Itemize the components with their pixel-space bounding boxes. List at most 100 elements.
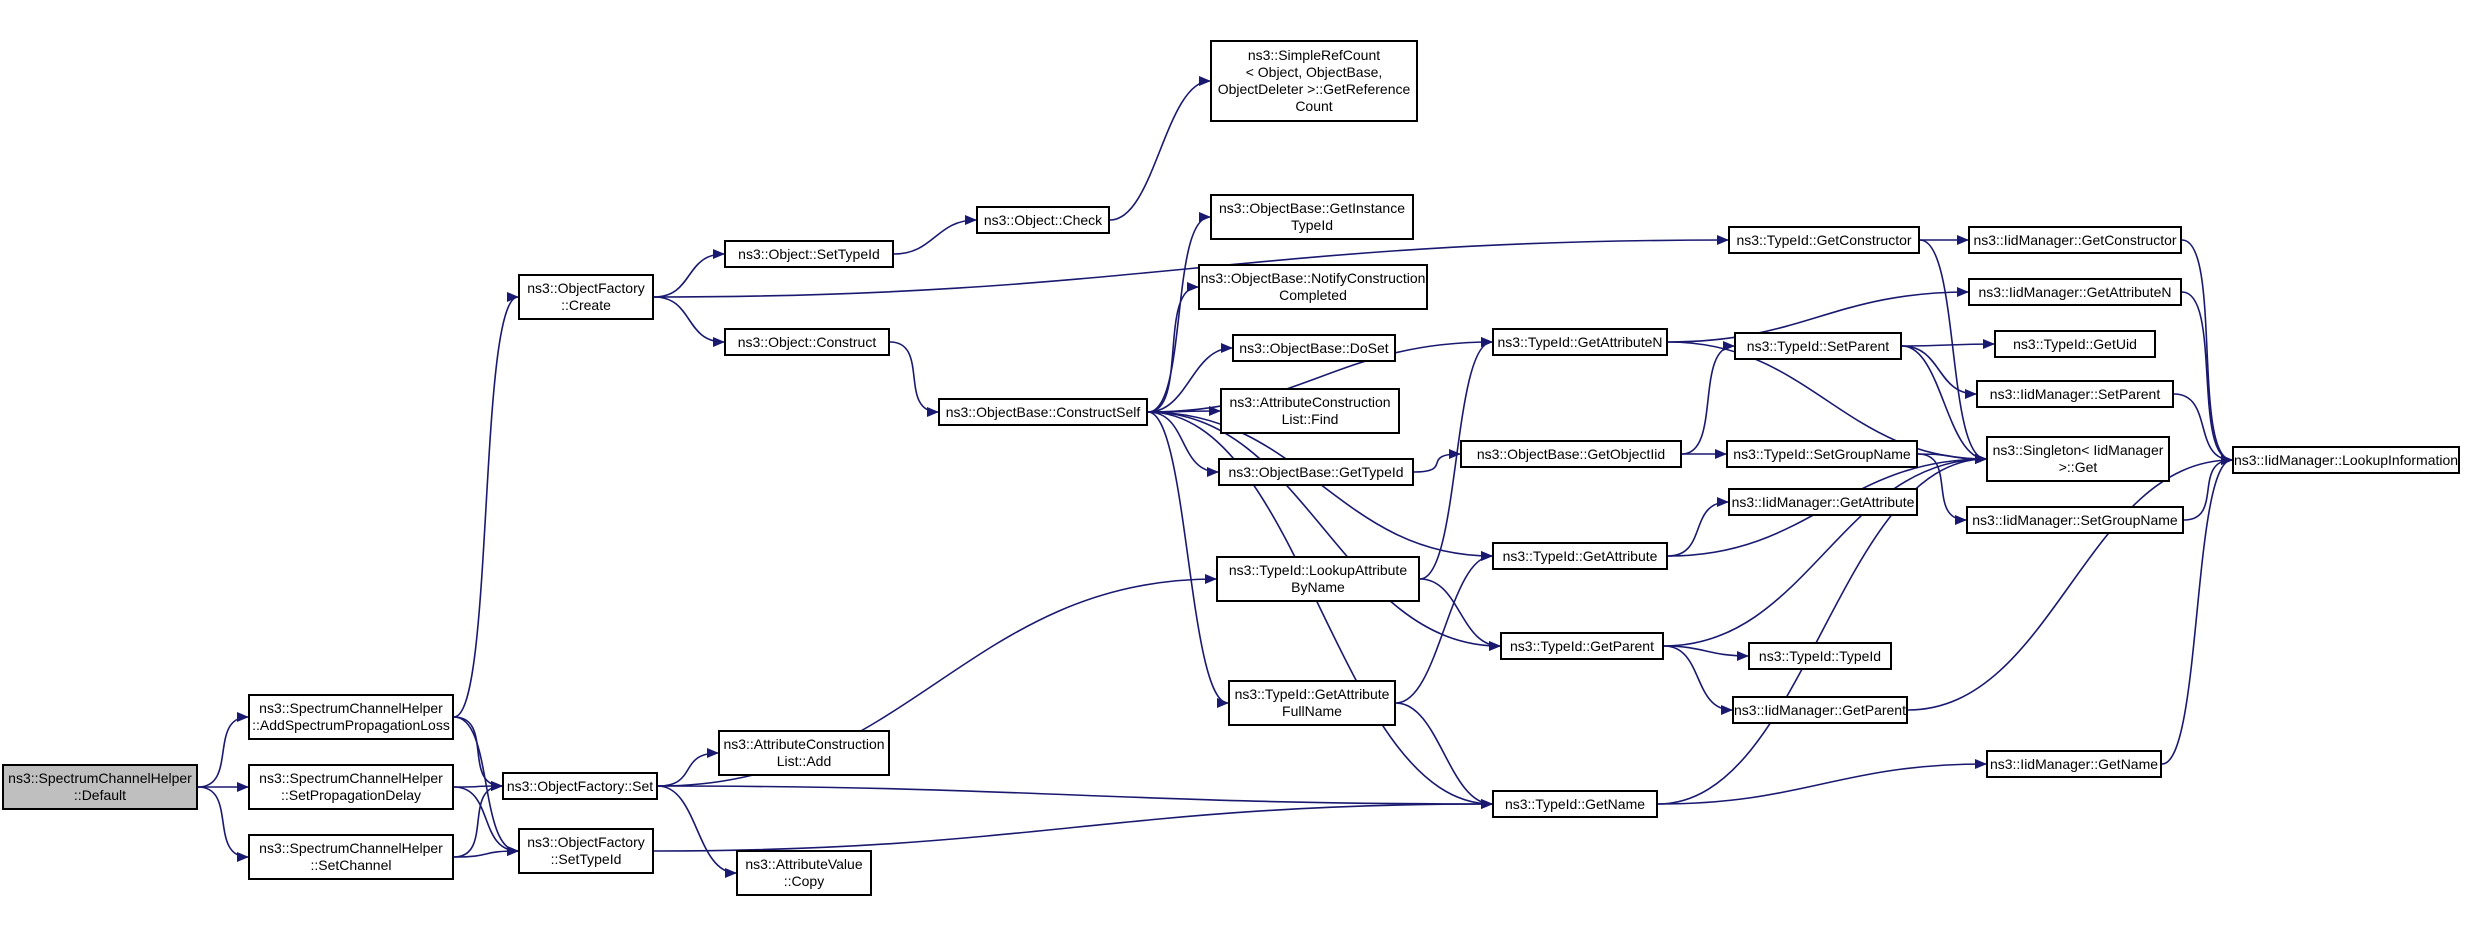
edge-obconstructself-to-tidgetattrn <box>1147 337 1493 413</box>
edge-ofset-to-tidgetname <box>657 785 1493 809</box>
node-srcgetref[interactable]: ns3::SimpleRefCount < Object, ObjectBase… <box>1210 40 1418 122</box>
edge-tidsetparent-to-iidsetparent <box>1901 345 1977 399</box>
edge-tidgetname-to-singleton <box>1657 454 1987 805</box>
edge-objcheck-to-srcgetref <box>1109 76 1211 221</box>
node-label: ns3::IidManager::GetName <box>1989 755 2159 772</box>
node-objsettypeid[interactable]: ns3::Object::SetTypeId <box>724 240 894 268</box>
node-label: ns3::SpectrumChannelHelper ::Default <box>8 770 192 803</box>
node-iidsetparent[interactable]: ns3::IidManager::SetParent <box>1976 380 2174 408</box>
node-iidgetparent[interactable]: ns3::IidManager::GetParent <box>1732 696 1908 724</box>
node-objcheck[interactable]: ns3::Object::Check <box>976 206 1110 234</box>
edge-tidlookup-to-tidgetattrn <box>1419 337 1493 580</box>
node-label: ns3::SpectrumChannelHelper ::AddSpectrum… <box>252 700 450 733</box>
edge-tidsetgroup-to-singleton <box>1917 453 1987 464</box>
node-label: ns3::Object::SetTypeId <box>738 245 880 262</box>
node-iidsetgroup[interactable]: ns3::IidManager::SetGroupName <box>1966 506 2184 534</box>
node-label: ns3::AttributeConstruction List::Add <box>723 736 885 769</box>
node-label: ns3::IidManager::SetGroupName <box>1972 511 2178 528</box>
node-label: ns3::ObjectBase::ConstructSelf <box>945 403 1141 420</box>
edge-addloss-to-ofset <box>453 716 503 791</box>
edge-default-to-addloss <box>197 712 249 788</box>
node-tidgetname[interactable]: ns3::TypeId::GetName <box>1492 790 1658 818</box>
node-label: ns3::IidManager::LookupInformation <box>2233 451 2459 468</box>
edge-obconstructself-to-tidgetparent <box>1147 411 1501 651</box>
edge-obconstructself-to-obgetinstance <box>1147 212 1211 413</box>
node-obdoset[interactable]: ns3::ObjectBase::DoSet <box>1232 334 1396 362</box>
node-label: ns3::ObjectFactory::Set <box>506 777 654 794</box>
node-tidsetgroup[interactable]: ns3::TypeId::SetGroupName <box>1726 440 1918 468</box>
edge-tidgetattrfull-to-tidgetattr <box>1395 551 1493 704</box>
node-tidgetctor[interactable]: ns3::TypeId::GetConstructor <box>1728 226 1920 254</box>
node-ofsettypeid[interactable]: ns3::ObjectFactory ::SetTypeId <box>518 828 654 874</box>
node-acfind[interactable]: ns3::AttributeConstruction List::Find <box>1220 388 1400 434</box>
node-aclistadd[interactable]: ns3::AttributeConstruction List::Add <box>718 730 890 776</box>
edge-obconstructself-to-obdoset <box>1147 343 1233 413</box>
edge-iidsetgroup-to-iidlookup <box>2183 455 2233 521</box>
node-label: ns3::IidManager::GetAttributeN <box>1978 283 2172 300</box>
node-label: ns3::SpectrumChannelHelper ::SetPropagat… <box>259 770 443 803</box>
node-tidlookup[interactable]: ns3::TypeId::LookupAttribute ByName <box>1216 556 1420 602</box>
node-obgetobjectiid[interactable]: ns3::ObjectBase::GetObjectIid <box>1460 440 1682 468</box>
edge-tidsetparent-to-singleton <box>1901 345 1987 464</box>
node-label: ns3::ObjectBase::GetObjectIid <box>1476 445 1666 462</box>
node-avcopy[interactable]: ns3::AttributeValue ::Copy <box>736 850 872 896</box>
node-label: ns3::AttributeConstruction List::Find <box>1229 394 1391 427</box>
node-obgettypeid[interactable]: ns3::ObjectBase::GetTypeId <box>1218 458 1414 486</box>
node-ofcreate[interactable]: ns3::ObjectFactory ::Create <box>518 274 654 320</box>
node-tidgetattrn[interactable]: ns3::TypeId::GetAttributeN <box>1492 328 1668 356</box>
edge-tidgetname-to-iidgetname <box>1657 759 1987 805</box>
node-obconstructself[interactable]: ns3::ObjectBase::ConstructSelf <box>938 398 1148 426</box>
node-iidgetattr[interactable]: ns3::IidManager::GetAttribute <box>1728 488 1918 516</box>
node-objconstruct[interactable]: ns3::Object::Construct <box>724 328 890 356</box>
node-tidgetattr[interactable]: ns3::TypeId::GetAttribute <box>1492 542 1668 570</box>
edge-setchannel-to-ofset <box>453 781 503 858</box>
edge-iidgetparent-to-iidlookup <box>1907 455 2233 711</box>
edge-iidsetparent-to-iidlookup <box>2173 393 2233 465</box>
node-tidgetuid[interactable]: ns3::TypeId::GetUid <box>1994 330 2156 358</box>
node-label: ns3::TypeId::SetParent <box>1746 337 1890 354</box>
edge-ofcreate-to-objconstruct <box>653 296 725 347</box>
node-label: ns3::Object::Construct <box>737 333 877 350</box>
edge-tidgetattrn-to-iidgetattrn <box>1667 287 1969 343</box>
node-addloss[interactable]: ns3::SpectrumChannelHelper ::AddSpectrum… <box>248 694 454 740</box>
node-iidgetctor[interactable]: ns3::IidManager::GetConstructor <box>1968 226 2182 254</box>
node-label: ns3::Singleton< IidManager >::Get <box>1992 442 2164 475</box>
node-setchannel[interactable]: ns3::SpectrumChannelHelper ::SetChannel <box>248 834 454 880</box>
edge-tidgetctor-to-singleton <box>1919 239 1987 464</box>
node-label: ns3::TypeId::LookupAttribute ByName <box>1228 562 1408 595</box>
edge-ofcreate-to-objsettypeid <box>653 249 725 298</box>
node-tidgetattrfull[interactable]: ns3::TypeId::GetAttribute FullName <box>1228 680 1396 726</box>
node-label: ns3::ObjectFactory ::Create <box>527 280 645 313</box>
node-tidtypeid[interactable]: ns3::TypeId::TypeId <box>1748 642 1892 670</box>
node-label: ns3::SimpleRefCount < Object, ObjectBase… <box>1217 47 1411 114</box>
node-iidlookup[interactable]: ns3::IidManager::LookupInformation <box>2232 446 2460 474</box>
edge-objsettypeid-to-objcheck <box>893 215 977 255</box>
node-iidgetname[interactable]: ns3::IidManager::GetName <box>1986 750 2162 778</box>
edge-iidgetname-to-iidlookup <box>2161 455 2233 765</box>
node-label: ns3::IidManager::GetAttribute <box>1731 493 1915 510</box>
node-label: ns3::TypeId::GetAttributeN <box>1497 333 1663 350</box>
node-label: ns3::IidManager::GetParent <box>1734 701 1906 718</box>
edge-setdelay-to-ofsettypeid <box>453 786 519 856</box>
node-label: ns3::Object::Check <box>983 211 1103 228</box>
edge-obgetobjectiid-to-tidsetparent <box>1681 341 1735 455</box>
node-tidgetparent[interactable]: ns3::TypeId::GetParent <box>1500 632 1664 660</box>
node-iidgetattrn[interactable]: ns3::IidManager::GetAttributeN <box>1968 278 2182 306</box>
node-label: ns3::TypeId::GetUid <box>2013 335 2137 352</box>
edge-tidgetparent-to-tidtypeid <box>1663 645 1749 661</box>
node-ofset[interactable]: ns3::ObjectFactory::Set <box>502 772 658 800</box>
node-singleton[interactable]: ns3::Singleton< IidManager >::Get <box>1986 436 2170 482</box>
edge-ofcreate-to-tidgetctor <box>653 235 1729 298</box>
node-label: ns3::ObjectBase::NotifyConstruction Comp… <box>1200 270 1426 303</box>
edge-ofsettypeid-to-tidgetname <box>653 799 1493 852</box>
node-default[interactable]: ns3::SpectrumChannelHelper ::Default <box>2 764 198 810</box>
edge-obgettypeid-to-obgetobjectiid <box>1413 449 1461 473</box>
node-label: ns3::TypeId::GetParent <box>1510 637 1654 654</box>
node-label: ns3::TypeId::GetName <box>1504 795 1646 812</box>
node-tidsetparent[interactable]: ns3::TypeId::SetParent <box>1734 332 1902 360</box>
node-obnotify[interactable]: ns3::ObjectBase::NotifyConstruction Comp… <box>1198 264 1428 310</box>
node-setdelay[interactable]: ns3::SpectrumChannelHelper ::SetPropagat… <box>248 764 454 810</box>
node-obgetinstance[interactable]: ns3::ObjectBase::GetInstance TypeId <box>1210 194 1414 240</box>
